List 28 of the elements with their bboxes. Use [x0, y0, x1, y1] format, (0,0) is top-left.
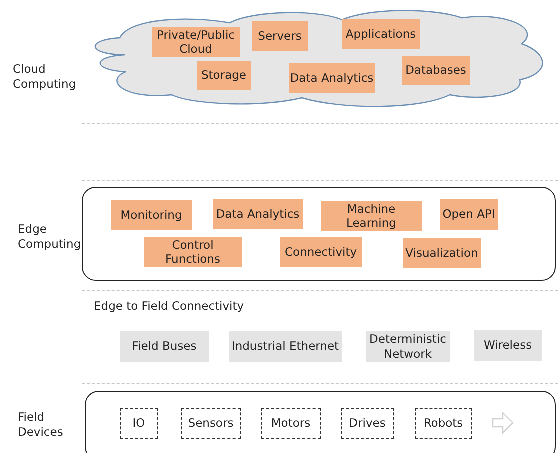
service-box: Private/Public Cloud: [152, 27, 240, 57]
function-box: Monitoring: [111, 200, 192, 230]
network-box: Industrial Ethernet: [229, 331, 342, 362]
function-box: Visualization: [403, 238, 481, 268]
function-box: Connectivity: [280, 237, 362, 267]
layer-label: Field Devices: [18, 410, 64, 440]
service-box: Servers: [252, 21, 308, 51]
device-box: Motors: [261, 408, 321, 439]
service-box: Databases: [402, 56, 470, 85]
function-box: Machine Learning: [321, 201, 422, 231]
section-label: Edge to Field Connectivity: [94, 299, 244, 314]
device-box: Sensors: [181, 408, 241, 439]
function-box: Open API: [440, 199, 498, 230]
service-box: Data Analytics: [289, 63, 375, 93]
layer-label: Cloud Computing: [13, 62, 78, 92]
function-box: Data Analytics: [213, 199, 303, 229]
network-box: Field Buses: [120, 331, 209, 362]
device-box: IO: [120, 408, 158, 439]
network-box: Deterministic Network: [366, 331, 450, 362]
layer-label: Edge Computing: [18, 222, 82, 252]
service-box: Applications: [342, 19, 420, 49]
service-box: Storage: [197, 61, 251, 90]
function-box: Control Functions: [144, 237, 242, 267]
device-box: Drives: [341, 408, 394, 439]
layer-frame: [82, 187, 556, 281]
device-box: Robots: [415, 408, 472, 439]
network-box: Wireless: [474, 330, 542, 361]
layer-frame: [85, 391, 556, 453]
